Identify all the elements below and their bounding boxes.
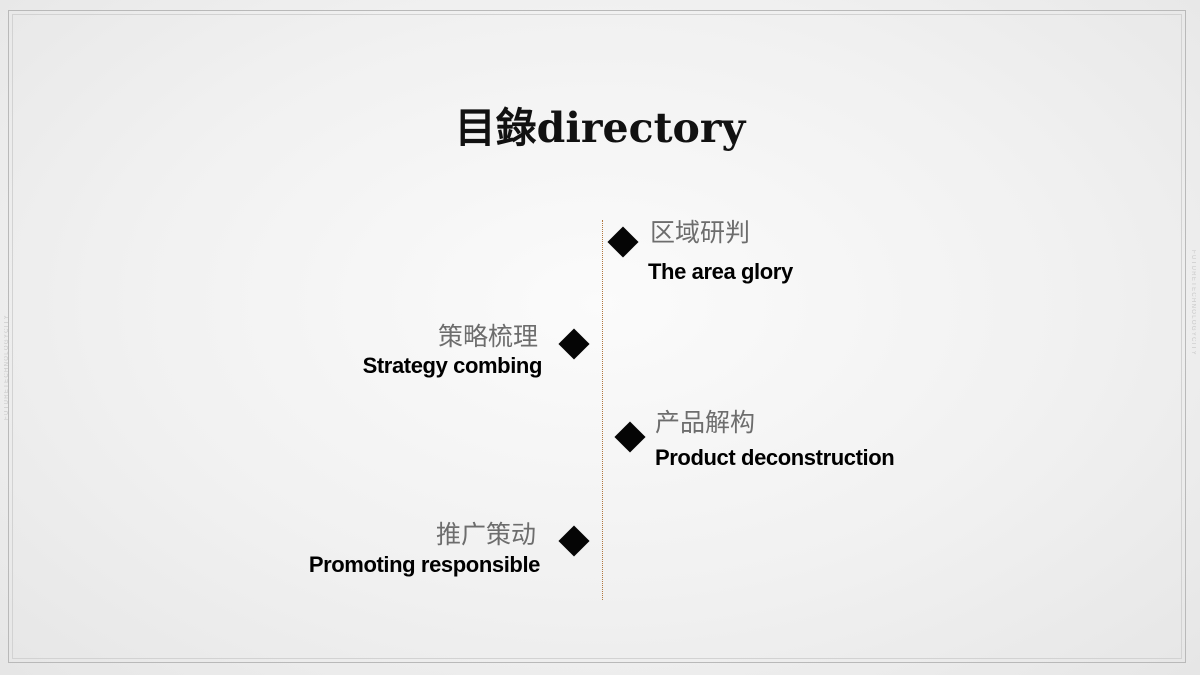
item-1-title-zh: 区域研判 [650, 218, 751, 247]
item-3-title-en: Product deconstruction [655, 445, 895, 470]
timeline-line [602, 220, 603, 600]
diamond-bullet-1 [607, 226, 639, 258]
diamond-bullet-3 [614, 421, 646, 453]
side-watermark-left: FUTURETECHNOLOGYCITY [4, 313, 10, 420]
diamond-bullet-2 [558, 328, 590, 360]
item-2-title-en: Strategy combing [362, 353, 543, 378]
item-2-title-zh: 策略梳理 [437, 322, 538, 351]
item-4-title-zh: 推广策动 [435, 520, 536, 549]
item-1-title-en: The area glory [648, 259, 793, 284]
item-4-title-en: Promoting responsible [308, 552, 541, 577]
page-title: 目錄directory [454, 104, 746, 152]
item-3-title-zh: 产品解构 [655, 408, 756, 437]
diamond-bullet-4 [558, 525, 590, 557]
side-watermark-right: FUTURETECHNOLOGYCITY [1190, 250, 1196, 357]
